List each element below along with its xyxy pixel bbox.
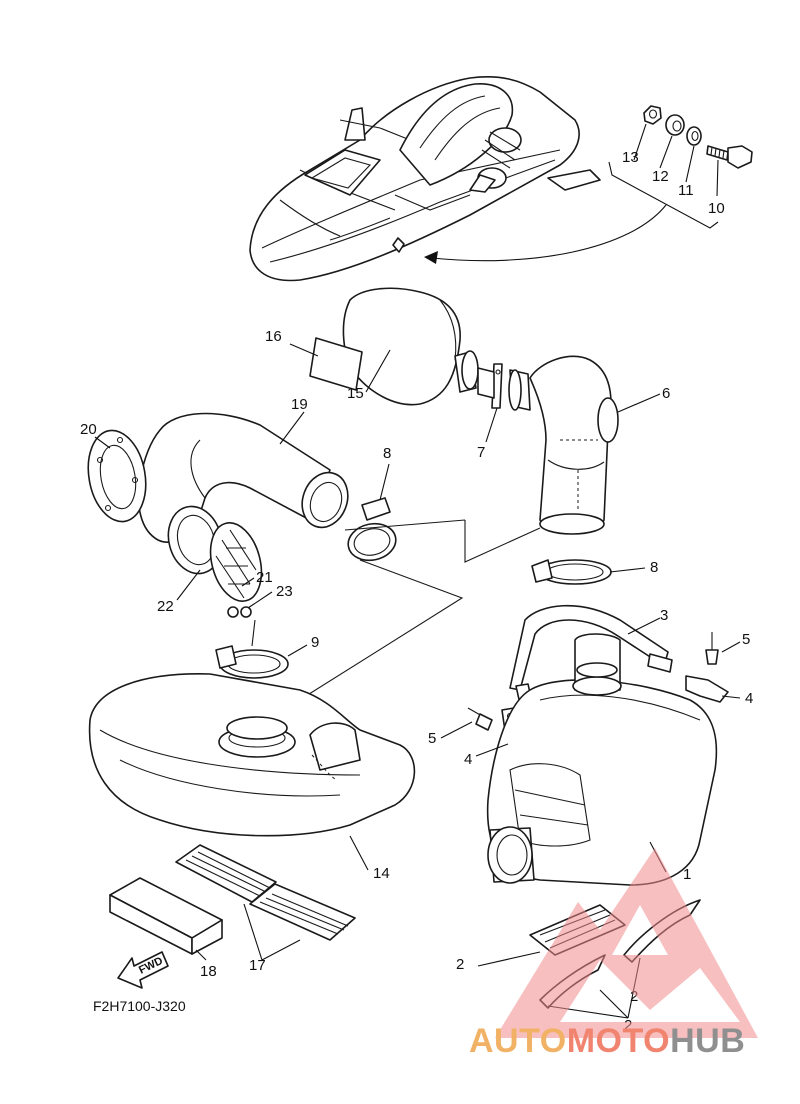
callout-13: 13 [622,149,639,166]
part-14-intake-duct-icon [88,673,416,837]
callout-10: 10 [708,200,725,217]
watermark-auto: AUTO [469,1022,567,1060]
part-4-bracket-right-icon [685,675,729,703]
location-arrow [431,204,667,262]
callout-19: 19 [291,396,308,413]
part-1-air-filter-case-icon [486,633,718,886]
part-18-foam-block-icon [109,877,223,955]
part-6-elbow-hose-icon [529,355,619,535]
watermark-moto: MOTO [567,1022,670,1060]
callout-17: 17 [249,957,266,974]
group-bracket [608,161,719,229]
part-13-nut-icon [643,105,662,125]
part-17-pad-left-icon [175,844,277,903]
location-arrowhead [424,251,438,264]
airbox-in-hull-icon [469,127,522,193]
callout-18: 18 [200,963,217,980]
callout-8-a: 8 [383,445,391,462]
callout-2-b: 2 [630,988,638,1005]
part-12-collar-icon [665,114,685,136]
watercraft-illustration [249,75,601,282]
watermark-hub: HUB [670,1022,745,1060]
callout-22: 22 [157,598,174,615]
part-23-nut-icon [227,606,252,618]
part-9-clamp-icon [215,645,289,679]
callout-4-b: 4 [464,751,472,768]
part-5-rivet-right-icon [705,632,719,665]
callout-21: 21 [256,569,273,586]
callout-20: 20 [80,421,97,438]
callout-16: 16 [265,328,282,345]
part-17-pad-right-icon [249,883,356,941]
part-15-resonator-icon [342,287,479,406]
part-8-clamp-lower-icon [531,559,612,585]
callout-5-b: 5 [428,730,436,747]
fwd-arrow: FWD [117,951,169,989]
callout-6: 6 [662,385,670,402]
callout-5-a: 5 [742,631,750,648]
callout-11: 11 [678,182,694,199]
part-7-clamp-icon [477,363,531,411]
callout-15: 15 [347,385,364,402]
part-16-label-icon [309,337,363,391]
callout-3: 3 [660,607,668,624]
callout-7: 7 [477,444,485,461]
callout-14: 14 [373,865,390,882]
part-10-drain-plug-icon [706,145,753,169]
diagram-code: F2H7100-J320 [93,998,186,1014]
callout-9: 9 [311,634,319,651]
part-11-washer-icon [686,126,702,146]
connection-line [251,519,541,707]
callout-8-b: 8 [650,559,658,576]
callout-numbers: 1 2 2 2 3 4 4 5 5 6 7 8 8 9 10 11 12 13 … [80,149,753,1034]
callout-12: 12 [652,168,669,185]
callout-1: 1 [683,866,691,883]
part-8-clamp-upper-icon [347,497,397,562]
part-20-retainer-ring-icon [87,429,147,523]
watermark-text: AUTOMOTOHUB [469,1022,745,1060]
callout-2-a: 2 [456,956,464,973]
callout-4-a: 4 [745,690,753,707]
callout-23: 23 [276,583,293,600]
watermark-triangle-icon [495,848,758,1038]
part-5-rivet-left-icon [467,707,493,731]
watermark-logo: AUTOMOTOHUB [469,848,758,1060]
